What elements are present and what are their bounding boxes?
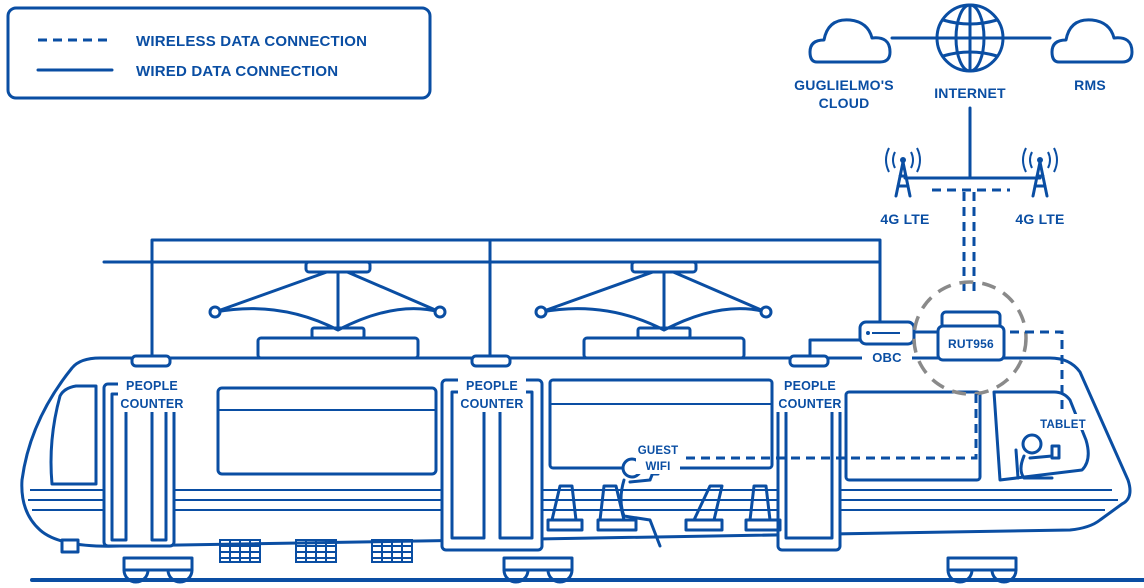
people-counter-1-line2: COUNTER	[120, 397, 183, 411]
guest-wifi-label-line2: WIFI	[645, 461, 670, 473]
cloud-label-line2: CLOUD	[819, 95, 870, 111]
people-counter-3-line1: PEOPLE	[784, 379, 836, 393]
people-counter-2-line1: PEOPLE	[466, 379, 518, 393]
globe-icon	[937, 5, 1003, 71]
tablet-label: TABLET	[1040, 419, 1086, 431]
router-label: RUT956	[948, 337, 994, 351]
cell-tower-icon-right	[1023, 148, 1057, 196]
cloud-label-line1: GUGLIELMO'S	[794, 77, 894, 93]
legend: WIRELESS DATA CONNECTION WIRED DATA CONN…	[8, 8, 430, 98]
obc-label: OBC	[872, 350, 902, 365]
obc-device	[860, 322, 914, 344]
rms-cloud-icon	[1052, 20, 1132, 62]
lte-right-label: 4G LTE	[1015, 211, 1064, 227]
cloud-icon	[810, 20, 890, 62]
people-counter-1-line1: PEOPLE	[126, 379, 178, 393]
internet-label: INTERNET	[934, 85, 1006, 101]
lte-left-label: 4G LTE	[880, 211, 929, 227]
guest-wifi-label-line1: GUEST	[638, 445, 679, 457]
cell-tower-icon-left	[886, 148, 920, 196]
wire-counter3-obc	[810, 340, 860, 356]
legend-wireless-label: WIRELESS DATA CONNECTION	[136, 33, 367, 50]
legend-wired-label: WIRED DATA CONNECTION	[136, 63, 338, 80]
people-counter-2-line2: COUNTER	[460, 397, 523, 411]
router-device	[938, 312, 1004, 360]
rms-label: RMS	[1074, 77, 1106, 93]
people-counter-3-line2: COUNTER	[778, 397, 841, 411]
